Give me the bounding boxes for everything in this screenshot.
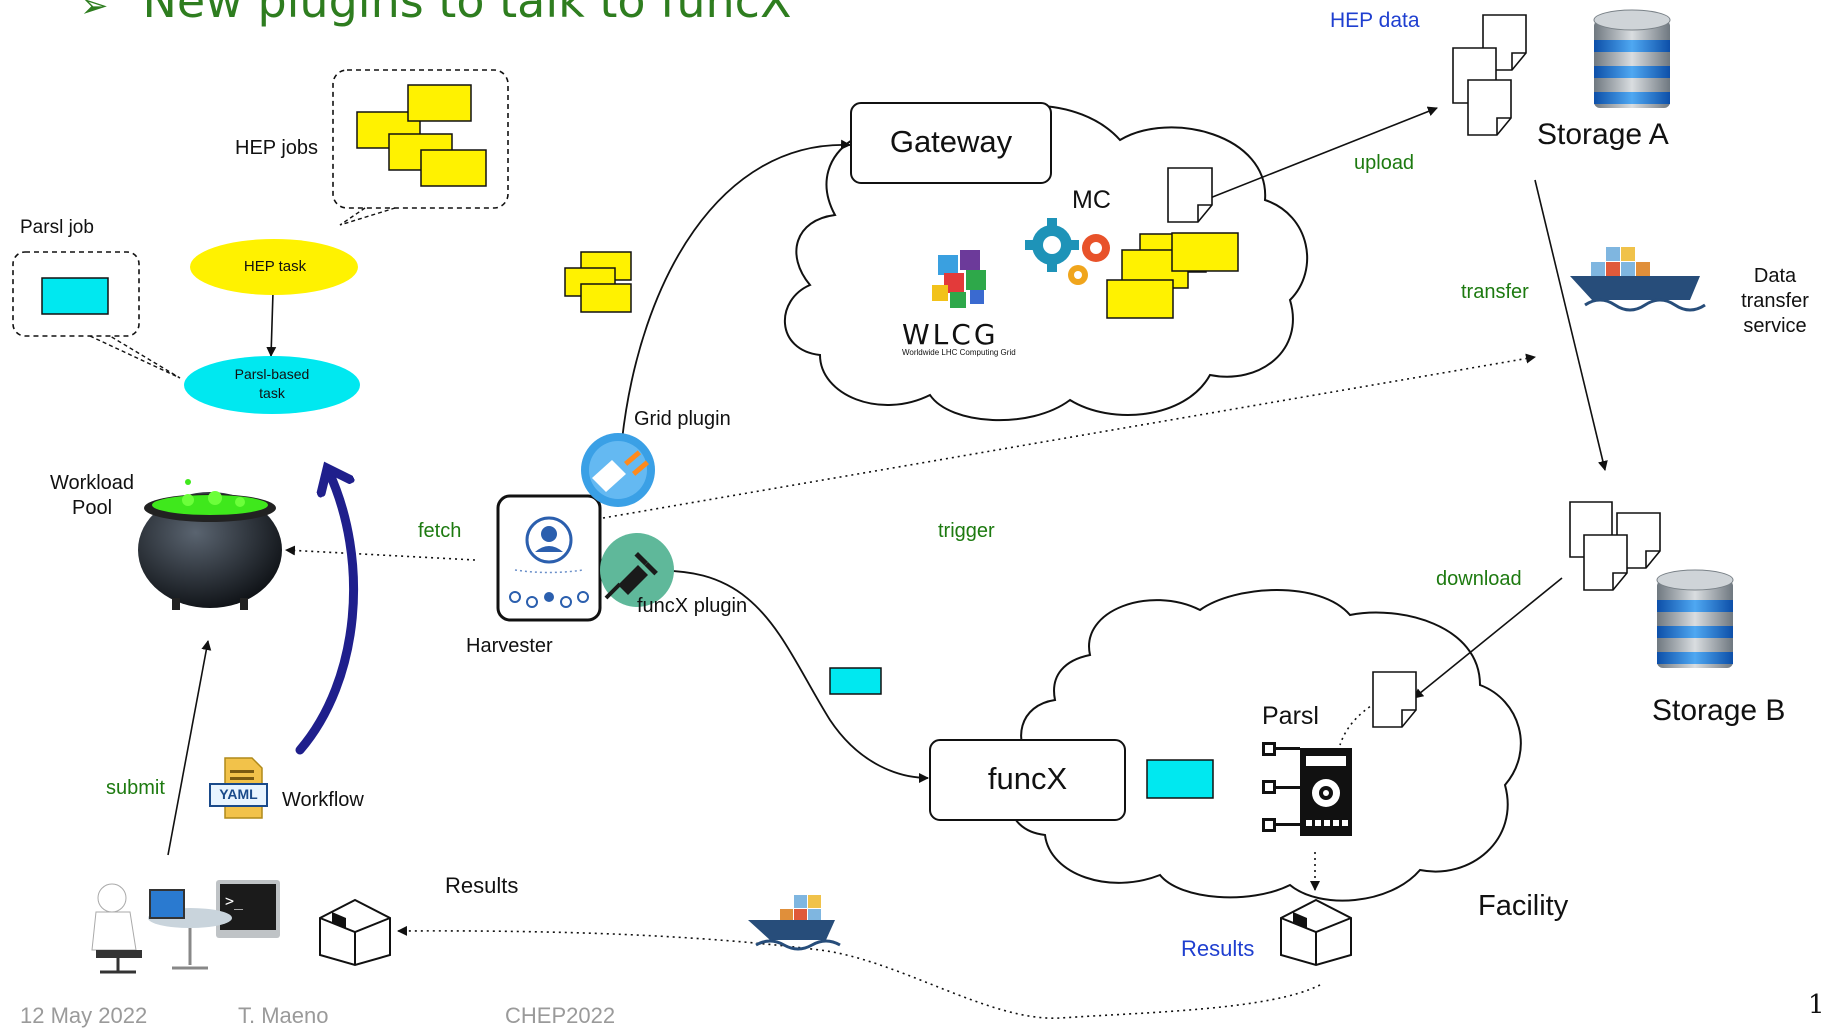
hep-jobs-label: HEP jobs	[235, 137, 319, 159]
download-label: download	[1436, 568, 1522, 590]
grid-plugin-to-gateway-line	[621, 139, 851, 441]
wlcg-logo	[932, 250, 986, 308]
wlcg-label: WLCG	[902, 318, 999, 351]
transfer-label: transfer	[1461, 281, 1529, 303]
mc-output-file-icon	[1167, 167, 1213, 223]
data-transfer-service-label-1: Data	[1753, 265, 1797, 287]
facility-results-box-icon	[1280, 898, 1352, 967]
storage-a-database-icon	[1593, 9, 1671, 108]
funcx-label: funcX	[987, 761, 1068, 796]
facility-results-label: Results	[1181, 936, 1255, 961]
parsl-based-task-node	[184, 356, 360, 414]
results-ship-icon	[748, 895, 841, 951]
hep-to-parsl-line	[266, 291, 277, 357]
slide-title: ➢ New plugins to talk to funcX	[80, 0, 792, 28]
data-transfer-ship-icon	[1570, 247, 1706, 312]
parsl-job-group	[12, 251, 181, 379]
hep-task-node	[190, 239, 358, 295]
submit-line	[167, 640, 212, 856]
upload-line	[1209, 106, 1438, 199]
workflow-label: Workflow	[282, 789, 364, 811]
hep-task-label: HEP task	[243, 258, 307, 275]
workflow-to-pool-arrow	[295, 470, 359, 755]
fetch-dotted-line	[285, 545, 476, 561]
submit-label: submit	[106, 777, 165, 799]
download-line	[1413, 577, 1563, 699]
mc-job-boxes	[1106, 232, 1239, 319]
gateway-box[interactable]	[850, 102, 1052, 184]
mc-label: MC	[1072, 186, 1111, 214]
data-transfer-service-label-2: transfer	[1741, 290, 1809, 312]
data-transfer-service-label-3: service	[1743, 315, 1807, 337]
results-return-dotted-line	[397, 925, 1321, 1019]
hep-jobs-group	[332, 69, 509, 226]
hep-job-box	[407, 84, 472, 122]
facility-label: Facility	[1478, 890, 1569, 922]
funcx-plugin-label: funcX plugin	[637, 595, 748, 617]
footer-date: 12 May 2022	[20, 1003, 148, 1028]
footer-conference: CHEP2022	[505, 1003, 616, 1028]
harvester-icon[interactable]	[496, 494, 602, 622]
workload-pool-cauldron-icon	[138, 479, 282, 610]
storage-a-label: Storage A	[1537, 118, 1669, 151]
trigger-dotted-line	[602, 353, 1536, 519]
parsl-based-task-label-2: task	[259, 385, 285, 401]
funcx-box[interactable]	[929, 739, 1126, 821]
parsl-job-at-funcx	[1146, 759, 1214, 799]
page-number: 1	[1808, 990, 1821, 1020]
parsl-job-in-transit	[829, 667, 882, 695]
results-label: Results	[445, 873, 519, 898]
transfer-line	[1534, 179, 1608, 471]
storage-b-label: Storage B	[1652, 694, 1786, 727]
storage-b-files-icon	[1569, 501, 1661, 591]
results-box-icon	[319, 898, 391, 967]
user-at-computer-icon	[91, 883, 232, 974]
upload-label: upload	[1354, 152, 1415, 174]
gateway-label: Gateway	[889, 124, 1013, 159]
parsl-job-box	[41, 277, 109, 315]
parsl-processor-icon	[1262, 742, 1352, 836]
terminal-prompt-text: >_	[225, 892, 244, 910]
title-bullet: ➢	[80, 0, 109, 26]
trigger-label: trigger	[938, 520, 995, 542]
hep-data-label: HEP data	[1330, 9, 1420, 32]
hep-job-box	[420, 149, 487, 187]
slide-title-text: New plugins to talk to funcX	[142, 0, 792, 28]
funcx-plugin-icon[interactable]	[600, 533, 674, 607]
grid-plugin-label: Grid plugin	[634, 408, 731, 430]
storage-b-database-icon	[1656, 569, 1734, 668]
grid-plugin-icon[interactable]	[581, 433, 655, 507]
hep-jobs-dashed-box	[332, 69, 509, 209]
footer-author: T. Maeno	[238, 1003, 329, 1028]
funcx-plugin-to-funcx-line	[639, 569, 929, 783]
fetch-label: fetch	[418, 520, 462, 542]
parsl-label: Parsl	[1262, 702, 1319, 730]
hep-data-files-icon	[1452, 14, 1527, 136]
parsl-job-label: Parsl job	[20, 217, 94, 238]
facility-file-icon	[1372, 671, 1417, 728]
gears-icon	[1025, 218, 1110, 285]
workload-pool-label-2: Pool	[71, 497, 113, 519]
terminal-icon	[216, 880, 280, 938]
parsl-based-task-label-1: Parsl-based	[234, 366, 310, 382]
harvester-label: Harvester	[466, 635, 553, 657]
job-boxes-in-transit	[564, 251, 632, 313]
yaml-workflow-icon	[209, 757, 268, 819]
workload-pool-label-1: Workload	[49, 472, 135, 494]
wlcg-subtitle: Worldwide LHC Computing Grid	[902, 348, 1016, 357]
yaml-icon-text: YAML	[219, 786, 258, 802]
